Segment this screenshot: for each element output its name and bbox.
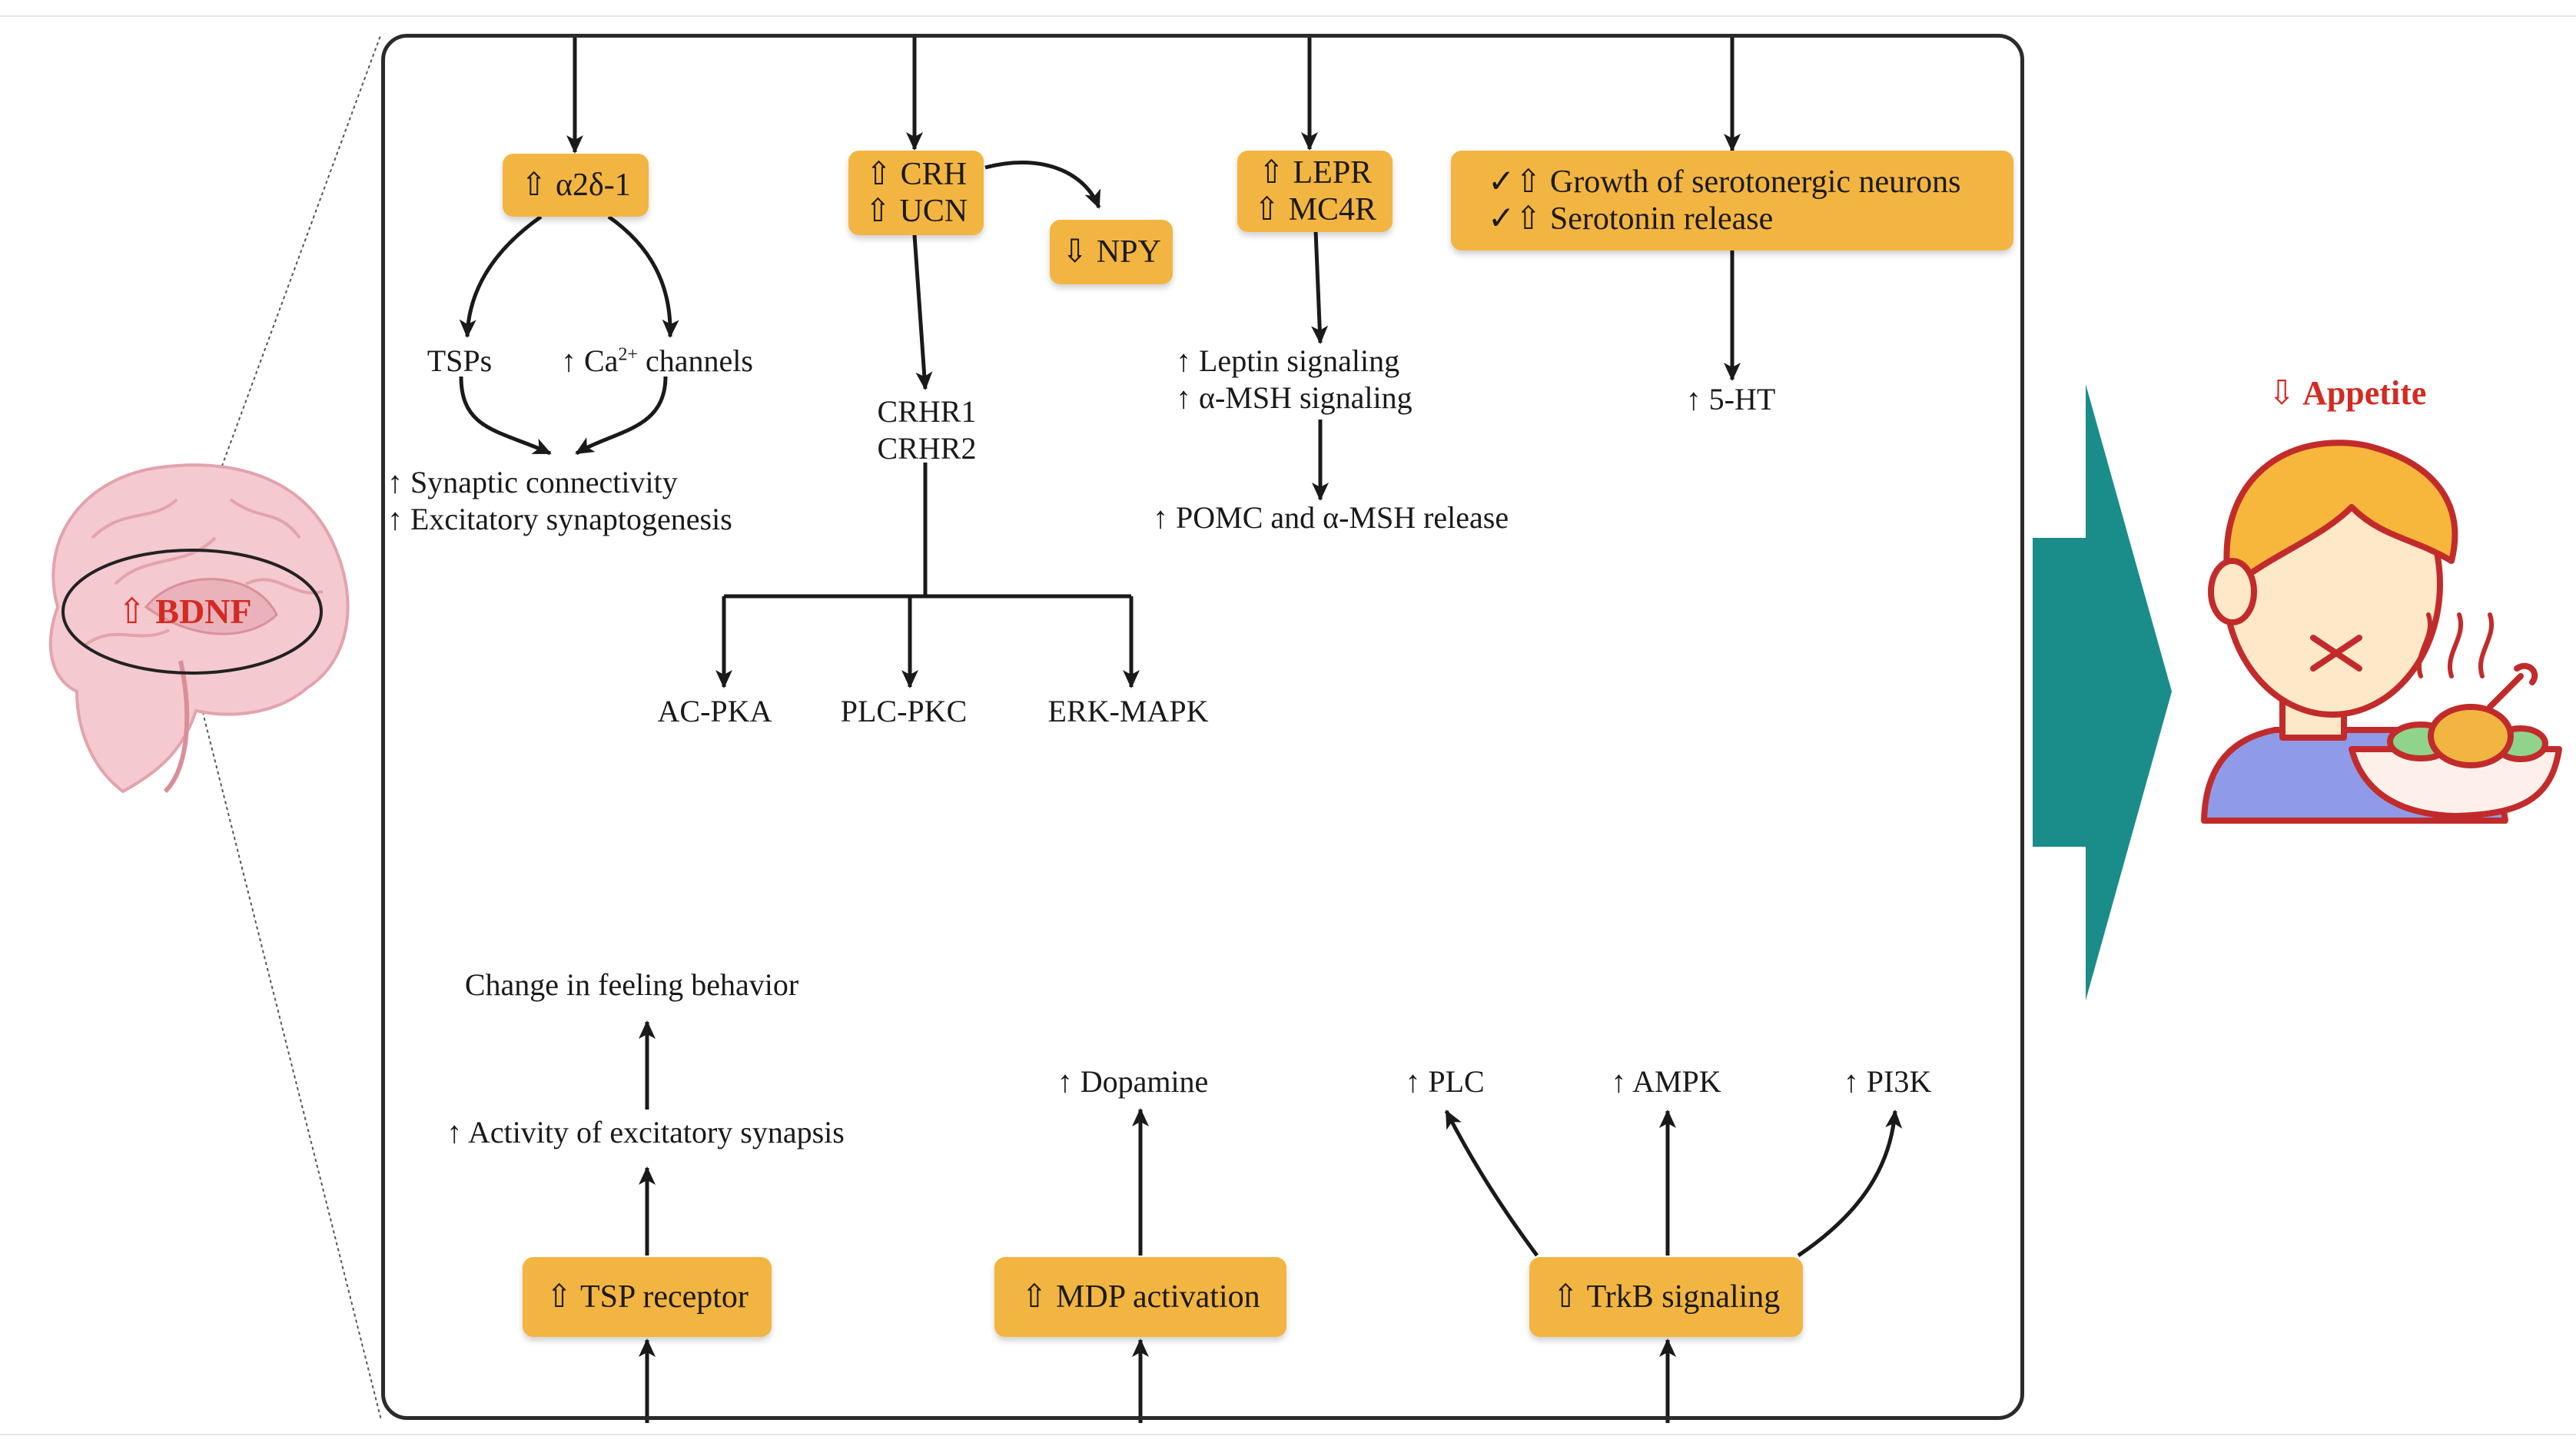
ca-channels-label: ↑ Ca2+ channels [561, 343, 753, 378]
appetite-label: ⇩ Appetite [2267, 374, 2427, 412]
crhr1-label: CRHR1 [877, 394, 977, 429]
pi3k-label: ↑ PI3K [1843, 1064, 1932, 1099]
top-rule [0, 15, 2576, 17]
tsp-receptor-label: ⇧ TSP receptor [546, 1279, 749, 1315]
npy-box: ⇩ NPY [1050, 220, 1173, 284]
synaptic-connectivity-label: ↑ Synaptic connectivity [387, 465, 678, 499]
bottom-rule [0, 1434, 2576, 1435]
plc-pkc-label: PLC-PKC [840, 694, 968, 728]
mdp-activation-box: ⇧ MDP activation [994, 1257, 1286, 1337]
leptin-signaling-label: ↑ Leptin signaling [1176, 343, 1400, 378]
tsps-label: TSPs [427, 343, 493, 378]
ampk-label: ↑ AMPK [1611, 1064, 1721, 1099]
lepr-mc4r-box: ⇧ LEPR ⇧ MC4R [1237, 151, 1393, 232]
a2d1-label: ⇧ α2δ-1 [520, 168, 631, 203]
excitatory-activity-label: ↑ Activity of excitatory synapsis [446, 1115, 845, 1149]
lepr-label: ⇧ LEPR [1257, 155, 1373, 191]
npy-label: ⇩ NPY [1061, 234, 1161, 270]
crhr2-label: CRHR2 [877, 431, 977, 466]
ac-pka-label: AC-PKA [657, 694, 772, 728]
erk-mapk-label: ERK-MAPK [1047, 694, 1209, 728]
connectors [459, 35, 1903, 1423]
tsp-receptor-box: ⇧ TSP receptor [523, 1257, 772, 1337]
person-refusing-food-icon [2201, 440, 2562, 824]
plc-label: ↑ PLC [1405, 1064, 1485, 1099]
excitatory-synaptogenesis-label: ↑ Excitatory synaptogenesis [387, 502, 732, 536]
amsh-signaling-label: ↑ α-MSH signaling [1176, 380, 1412, 415]
feeling-behavior-label: Change in feeling behavior [464, 967, 799, 1002]
trkb-signaling-label: ⇧ TrkB signaling [1552, 1279, 1781, 1315]
crh-label: ⇧ CRH [865, 157, 968, 192]
zoom-lines [191, 33, 382, 1421]
mdp-activation-label: ⇧ MDP activation [1021, 1279, 1260, 1315]
serotonin-release-label: ✓⇧ Serotonin release [1488, 201, 1774, 237]
bdnf-label: ⇧ BDNF [117, 592, 252, 631]
trkb-signaling-box: ⇧ TrkB signaling [1529, 1257, 1803, 1337]
crh-ucn-box: ⇧ CRH ⇧ UCN [848, 151, 984, 235]
ucn-label: ⇧ UCN [864, 194, 968, 229]
pathway-panel [381, 34, 2024, 1420]
mc4r-label: ⇧ MC4R [1253, 192, 1377, 227]
a2d1-box: ⇧ α2δ-1 [503, 154, 649, 217]
pomc-release-label: ↑ POMC and α-MSH release [1153, 500, 1509, 535]
dopamine-label: ↑ Dopamine [1057, 1064, 1209, 1099]
brain-icon [48, 463, 350, 794]
big-arrow-icon [2033, 384, 2172, 1000]
5ht-label: ↑ 5-HT [1685, 382, 1776, 416]
serotonin-box: ✓⇧ Growth of serotonergic neurons ✓⇧ Ser… [1451, 151, 2013, 250]
serotonergic-growth-label: ✓⇧ Growth of serotonergic neurons [1488, 164, 1961, 200]
